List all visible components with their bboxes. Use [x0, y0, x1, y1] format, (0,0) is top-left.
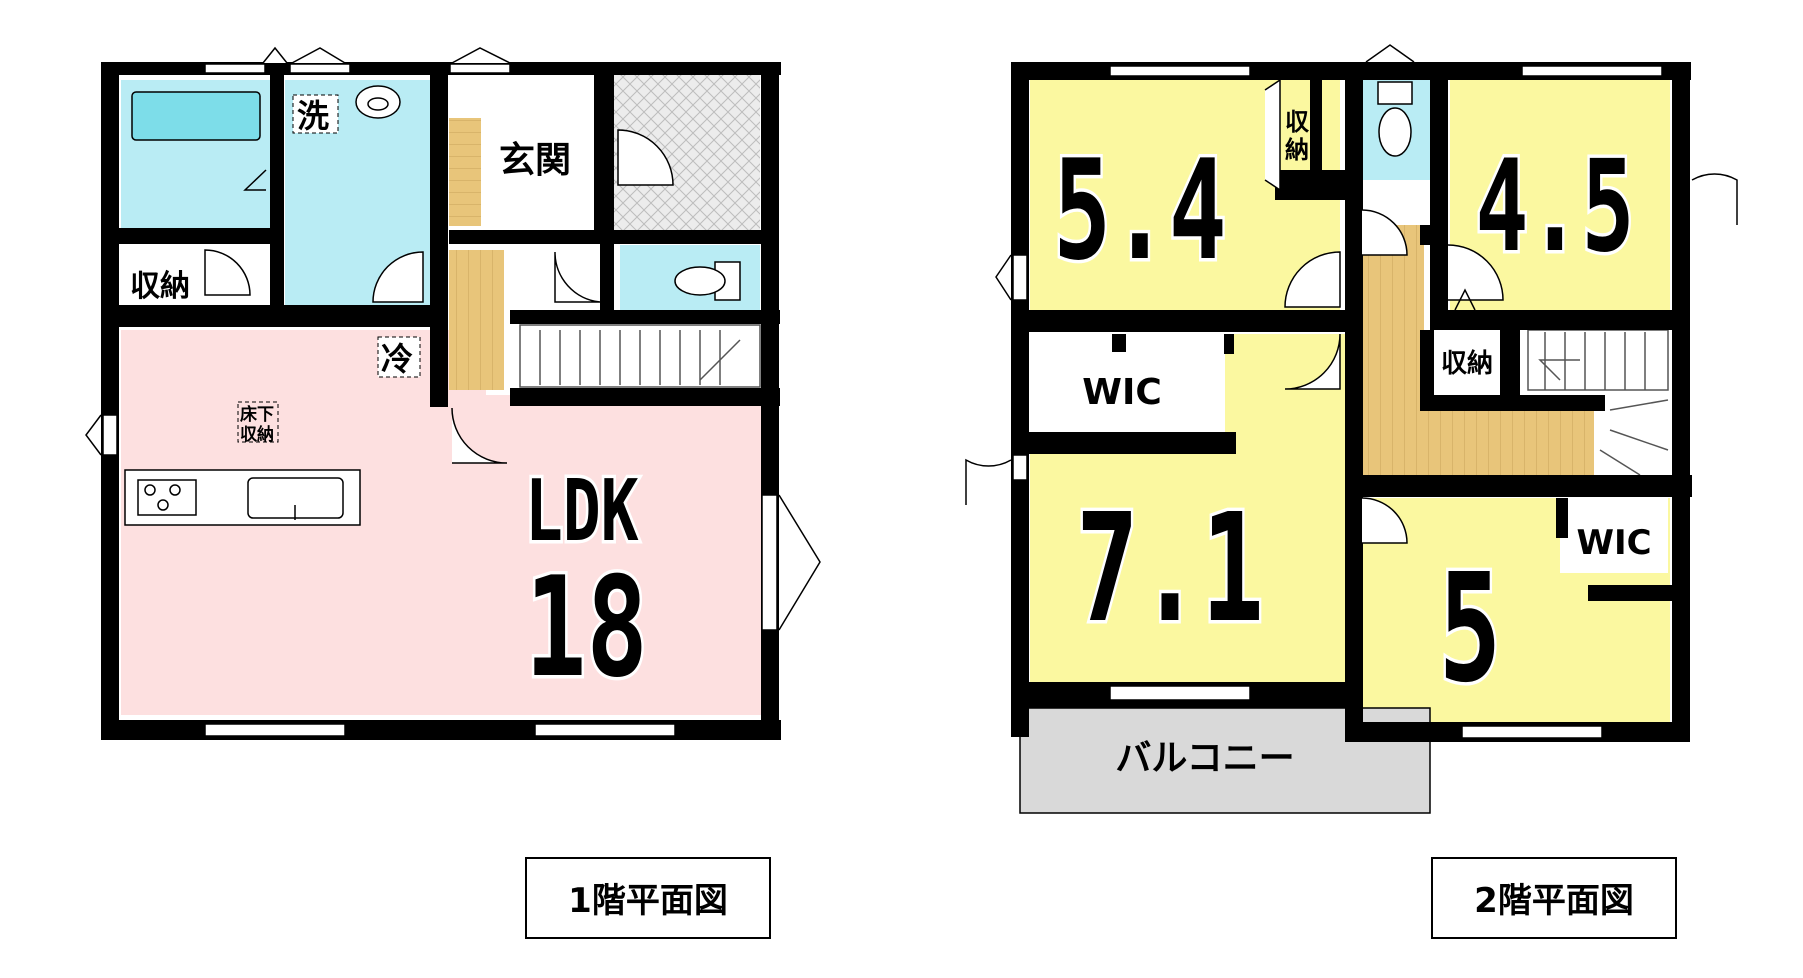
floor2-caption-box — [1431, 857, 1677, 939]
storage-a-line1: 収 — [1285, 108, 1310, 136]
room-7-1-area-main — [1030, 452, 1345, 682]
floor1-doors — [204, 129, 674, 464]
underfloor-line2: 収納 — [240, 424, 274, 445]
room-5-4-label: 5.4 — [1053, 131, 1226, 291]
wash-label-box — [292, 94, 339, 134]
floor1-fixtures — [124, 85, 741, 526]
floor1-walls — [101, 62, 781, 740]
room-5-label: 5 — [1439, 542, 1502, 716]
floor2-windows — [995, 44, 1663, 739]
floor1-windows — [85, 46, 821, 737]
floor1-caption-box — [525, 857, 771, 939]
underfloor-line1: 床下 — [240, 404, 274, 425]
wic-a-label: WIC — [1082, 372, 1162, 413]
entrance-label: 玄関 — [499, 140, 571, 181]
wash-label: 洗 — [297, 97, 329, 135]
floor2-doors — [965, 78, 1738, 544]
storage-label: 収納 — [130, 269, 190, 304]
ldk-label: LDK — [525, 462, 639, 561]
room-7-1-area — [1225, 334, 1345, 454]
fridge-label: 冷 — [381, 340, 413, 378]
floor1-caption: 1階平面図 — [568, 881, 728, 921]
hall2-wood — [1362, 225, 1424, 475]
room-7-1-label: 7.1 — [1076, 482, 1264, 656]
entrance-step-wood — [449, 118, 481, 226]
wic-a-area — [1030, 334, 1225, 434]
floor2-walls — [1011, 62, 1692, 742]
hall-wood — [449, 250, 504, 390]
storage-a-line2: 納 — [1285, 136, 1309, 164]
balcony-label: バルコニー — [1115, 738, 1294, 779]
underfloor-box — [237, 401, 279, 443]
toilet2-fixture — [1377, 81, 1413, 157]
bathtub — [131, 91, 261, 141]
floor2-plan: 5.4 4.5 7.1 5 WIC WIC 収 納 収納 バルコニー 2階平面図 — [965, 44, 1738, 939]
fridge-label-box — [377, 336, 421, 378]
wic-b-area — [1560, 498, 1668, 573]
room-4-5-label: 4.5 — [1476, 133, 1635, 280]
floor1-plan: LDK 18 玄関 収納 洗 冷 床下 収納 1階平面図 — [85, 46, 821, 939]
ldk-area-right — [486, 395, 761, 715]
stove — [137, 479, 197, 516]
hall2-wood-bottom — [1424, 410, 1594, 475]
ldk-size: 18 — [525, 546, 648, 707]
wic-b-label: WIC — [1576, 523, 1651, 563]
floor2-caption: 2階平面図 — [1474, 881, 1634, 921]
stairs-floor1 — [519, 324, 761, 388]
storage-b-label: 収納 — [1441, 348, 1493, 379]
